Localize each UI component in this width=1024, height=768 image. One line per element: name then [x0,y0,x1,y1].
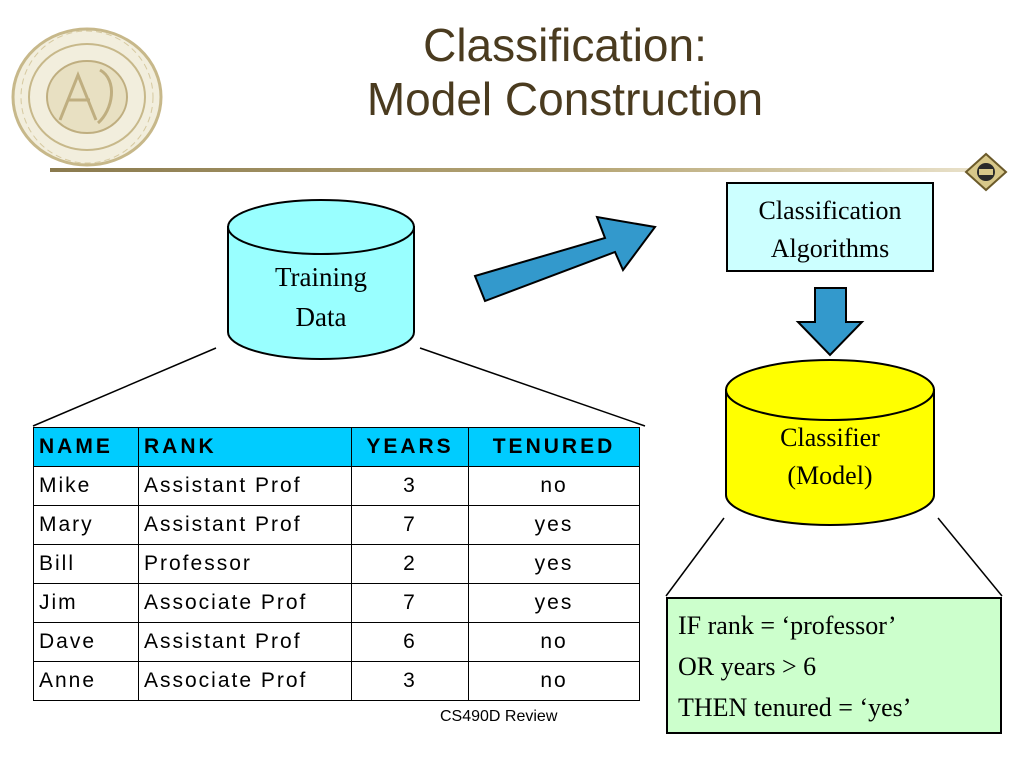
header-years: YEARS [351,427,469,467]
title-divider [50,168,970,172]
down-arrow [795,287,865,357]
training-data-table: NAME RANK YEARS TENURED Mike Assistant P… [33,427,640,701]
header-tenured: TENURED [468,427,640,467]
cell-years: 2 [351,544,469,584]
slide-title-line-1: Classification: [423,19,707,71]
rule-line-3: THEN tenured = ‘yes’ [678,693,912,722]
classifier-connector-left [665,517,725,597]
cell-rank: Associate Prof [138,583,352,623]
header-name: NAME [33,427,139,467]
cell-rank: Assistant Prof [138,466,352,506]
table-row: Bill Professor 2 yes [33,544,640,584]
table-row: Jim Associate Prof 7 yes [33,583,640,623]
cell-years: 3 [351,466,469,506]
cell-years: 6 [351,622,469,662]
slide-footer: CS490D Review [440,708,558,725]
cell-name: Mary [33,505,139,545]
cell-tenured: yes [468,505,640,545]
classification-rule-box: IF rank = ‘professor’ OR years > 6 THEN … [666,597,1002,734]
connector-line-right [419,347,646,427]
training-data-line-1: Training [274,262,368,292]
table-header-row: NAME RANK YEARS TENURED [33,427,640,467]
classifier-line-2: (Model) [787,461,873,490]
corner-logo-icon [964,152,1008,192]
cell-name: Anne [33,661,139,701]
cell-name: Bill [33,544,139,584]
algorithms-line-1: Classification [758,196,902,225]
cell-name: Mike [33,466,139,506]
cell-name: Jim [33,583,139,623]
table-row: Mike Assistant Prof 3 no [33,466,640,506]
classifier-cylinder [725,359,935,526]
table-row: Anne Associate Prof 3 no [33,661,640,701]
classifier-connector-right [937,517,1003,597]
rule-line-1: IF rank = ‘professor’ [678,611,897,640]
cell-rank: Assistant Prof [138,622,352,662]
training-data-line-2: Data [295,302,347,332]
classification-algorithms-box: Classification Algorithms [726,182,934,272]
training-data-cylinder [227,199,415,360]
cell-tenured: yes [468,544,640,584]
cell-tenured: no [468,622,640,662]
cell-tenured: yes [468,583,640,623]
algorithms-line-2: Algorithms [770,234,890,263]
training-data-label: Training Data [228,257,414,337]
header-rank: RANK [138,427,352,467]
classifier-line-1: Classifier [780,423,880,452]
cell-rank: Professor [138,544,352,584]
cell-rank: Assistant Prof [138,505,352,545]
connector-line-left [32,347,217,427]
cell-years: 3 [351,661,469,701]
classifier-label: Classifier (Model) [726,419,934,495]
cell-name: Dave [33,622,139,662]
cell-tenured: no [468,661,640,701]
diagonal-arrow [473,215,657,303]
slide-title-line-2: Model Construction [366,73,764,125]
rule-line-2: OR years > 6 [678,652,817,681]
cell-years: 7 [351,505,469,545]
cell-years: 7 [351,583,469,623]
cell-rank: Associate Prof [138,661,352,701]
table-row: Mary Assistant Prof 7 yes [33,505,640,545]
university-seal-icon [11,27,163,167]
table-row: Dave Assistant Prof 6 no [33,622,640,662]
cell-tenured: no [468,466,640,506]
